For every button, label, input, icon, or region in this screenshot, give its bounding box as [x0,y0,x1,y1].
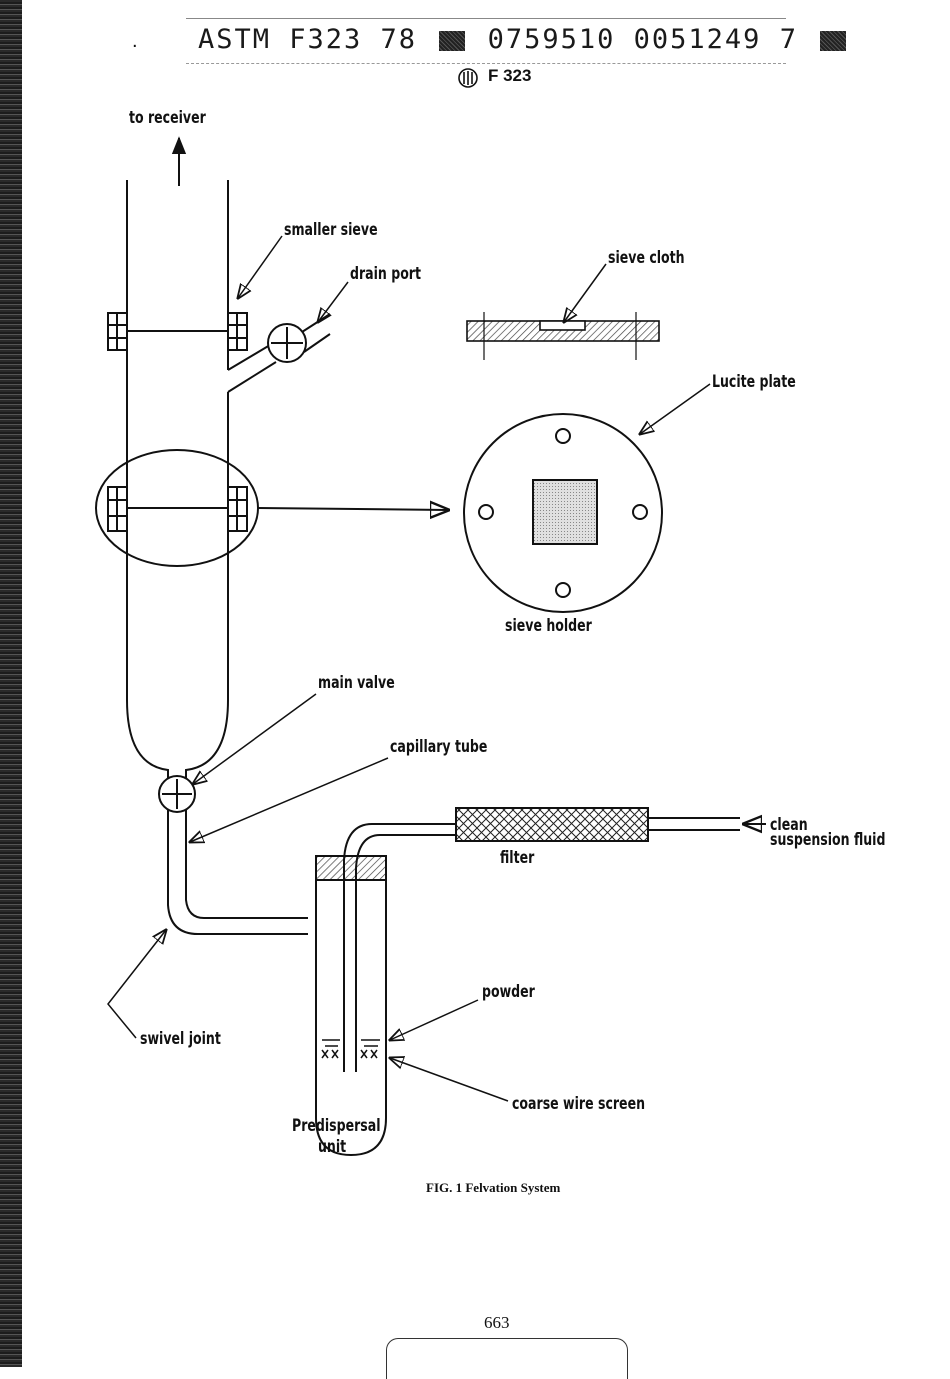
leader-sieve-cloth [564,263,607,322]
leader-powder [390,999,479,1040]
label-capillary-tube: capillary tube [390,737,488,757]
sieve-cloth-section [466,312,660,360]
column-right-wall [185,180,229,780]
feed-tube-inner [355,834,456,1072]
filter-element [455,807,649,842]
capillary-outer [167,810,308,935]
scan-edge [0,0,22,1367]
label-unit: unit [318,1137,347,1157]
predispersal-vessel [315,855,387,1157]
label-powder: powder [482,982,535,1002]
leader-capillary-tube [190,757,389,842]
leader-drain-port [318,281,349,322]
label-to-receiver: to receiver [129,108,206,128]
vessel-stopper [315,855,387,881]
label-predispersal: Predispersal [292,1116,381,1136]
label-lucite-plate: Lucite plate [712,372,796,392]
figure-caption: FIG. 1 Felvation System [426,1180,561,1195]
label-sieve-cloth: sieve cloth [608,248,685,268]
header-code-mid: 0759510 0051249 7 [487,24,798,55]
detail-arrow [257,508,448,510]
inlet-tube [648,817,740,831]
label-filter: filter [500,848,535,868]
astm-logo-icon [458,68,478,88]
label-clean: clean [770,815,808,835]
column-left-wall [126,180,169,780]
standard-number: F 323 [488,66,532,85]
feed-tube-outer [343,823,456,1072]
stray-dot: . [132,30,138,52]
leader-lucite-plate [640,383,711,434]
capillary-inner [185,810,308,919]
leader-smaller-sieve [238,235,283,298]
page-number: 663 [484,1313,510,1332]
leader-swivel-joint [107,930,166,1039]
sieve-holder-plate [463,413,663,613]
label-drain-port: drain port [350,264,421,284]
label-suspension-fluid: suspension fluid [770,830,886,850]
label-sieve-holder: sieve holder [505,616,592,636]
drain-branch [227,344,277,393]
footer-tab [386,1338,628,1379]
filled-block-icon [820,30,847,51]
leader-coarse-screen [390,1058,509,1102]
filled-block-icon [439,30,466,51]
header-code: ASTM F323 78 0759510 0051249 7 [198,24,850,55]
label-swivel-joint: swivel joint [140,1029,221,1049]
leader-main-valve [193,693,317,784]
label-smaller-sieve: smaller sieve [284,220,378,240]
header-code-left: ASTM F323 78 [198,24,418,55]
powder-marks [321,1039,380,1059]
header-rule [186,18,786,64]
label-coarse-wire-screen: coarse wire screen [512,1094,646,1114]
label-main-valve: main valve [318,673,395,693]
